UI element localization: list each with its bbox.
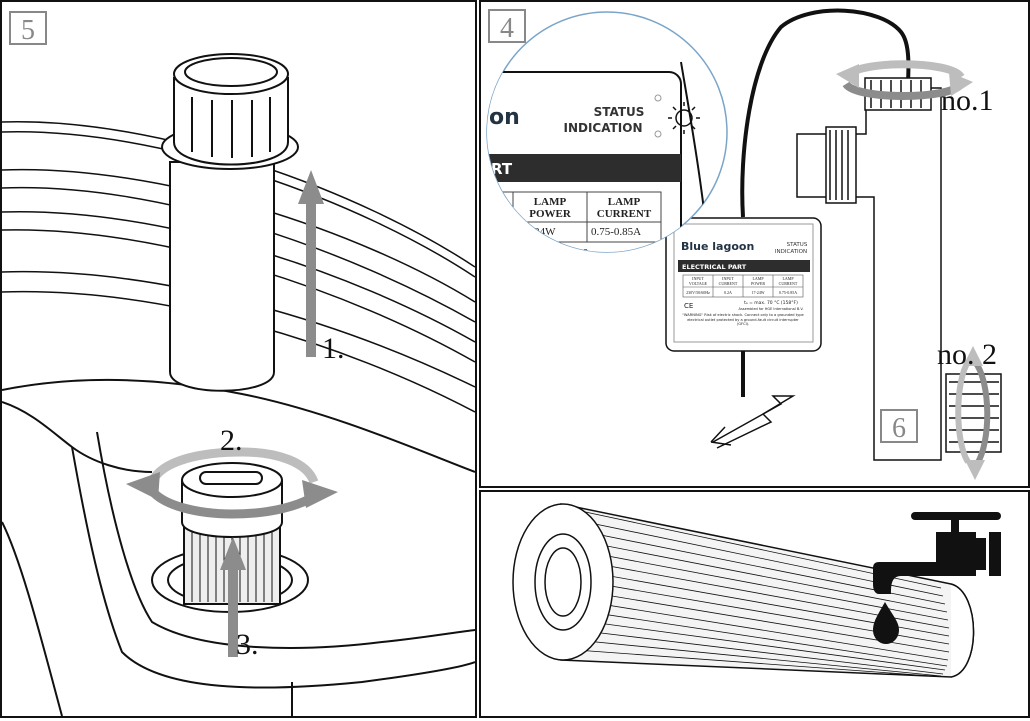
- box-header-2a: INPUT: [722, 276, 734, 281]
- arrow-step-1: [298, 170, 324, 357]
- water-faucet-icon: [873, 512, 1001, 644]
- box-temp: tₐ = max. 70 °C (158°F): [744, 300, 798, 306]
- filter-housing-basin: [1, 378, 476, 717]
- arrow-step-3: [220, 537, 246, 657]
- box-header-3a: LAMP: [752, 276, 764, 281]
- box-assembled: Assembled for HGE International B.V.: [739, 307, 804, 311]
- box-header-4a: LAMP: [782, 276, 794, 281]
- box-header-4b: CURRENT: [779, 281, 798, 286]
- label-step-1: 1.: [322, 332, 345, 365]
- uv-unit-housing: [796, 77, 1002, 461]
- box-warning: "WARNING" Risk of electric shock. Connec…: [682, 313, 804, 327]
- box-value-3: 17-24W: [751, 290, 764, 295]
- zoom-col-power-1: LAMP: [534, 196, 567, 208]
- step-badge-frame: [488, 9, 526, 43]
- zoom-part-fragment: RT: [491, 160, 513, 178]
- filter-cap-cylinder: [161, 53, 299, 392]
- illustration-step-4: 4 no.1 no. 2: [486, 8, 1002, 480]
- box-indication: INDICATION: [775, 249, 807, 255]
- illustration-rinse-filter: [512, 503, 1001, 678]
- zoom-logo-fragment: on: [489, 105, 520, 130]
- box-status: STATUS: [787, 242, 808, 248]
- electric-shock-arrow-icon: [710, 395, 796, 449]
- label-no2: no. 2: [937, 338, 997, 371]
- box-brand: Blue lagoon: [681, 240, 754, 253]
- arrow-step-2: [126, 447, 338, 519]
- box-header-3b: POWER: [751, 281, 765, 286]
- box-header-1a: INPUT: [692, 276, 704, 281]
- box-header-1b: VOLTAGE: [689, 281, 708, 286]
- rotate-arrow-no2: [955, 346, 991, 480]
- step-number-4: 4: [500, 13, 514, 44]
- step-badge-frame: [9, 11, 47, 45]
- zoom-col-power-2: POWER: [529, 208, 572, 220]
- filter-cartridge-large: [512, 503, 975, 678]
- box-electrical-part: ELECTRICAL PART: [682, 263, 747, 271]
- box-value-4: 0.75-0.85A: [779, 290, 797, 295]
- label-step-2: 2.: [220, 424, 243, 457]
- zoom-status: STATUS: [594, 105, 645, 119]
- electrical-box: Blue lagoon STATUS INDICATION ELECTRICAL…: [665, 217, 822, 352]
- power-cable: [740, 8, 911, 218]
- label-no1: no.1: [941, 84, 994, 117]
- zoom-col-current-2: CURRENT: [597, 208, 652, 220]
- inner-step-number-6: 6: [892, 413, 906, 444]
- illustration-step-5: 5: [1, 11, 476, 717]
- rotate-arrow-no1: [836, 60, 973, 100]
- zoom-temp-fragment: 70 °C (158°: [521, 247, 588, 262]
- ce-mark: CE: [684, 302, 693, 310]
- zoom-col-current-1: LAMP: [608, 196, 641, 208]
- panel-step-4: 4 no.1 no. 2: [479, 0, 1030, 488]
- box-value-1: 230V/50/60Hz: [686, 290, 710, 295]
- panel-rinse-filter: [479, 490, 1030, 718]
- zoom-value-current: 0.75-0.85A: [591, 226, 641, 238]
- filter-cartridge-small: [151, 462, 309, 613]
- zoom-indication: INDICATION: [564, 121, 643, 135]
- box-value-2: 0.2A: [724, 290, 732, 295]
- step-number-5: 5: [21, 15, 35, 46]
- label-step-3: 3.: [236, 628, 259, 661]
- panel-step-5: 5: [0, 0, 477, 718]
- status-light-icon: [668, 102, 700, 134]
- box-header-2b: CURRENT: [719, 281, 738, 286]
- inner-step-badge-frame: [880, 409, 918, 443]
